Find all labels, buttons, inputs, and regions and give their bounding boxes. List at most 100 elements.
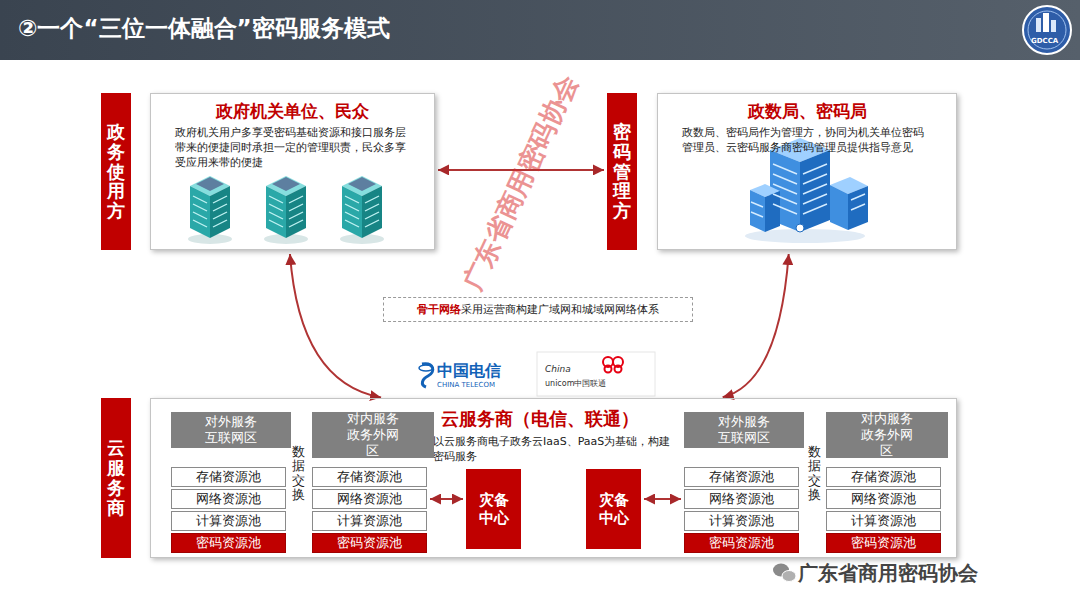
node-heading: 政务使用方 [107,122,125,221]
resource-pool: 密码资源池 [171,533,286,553]
shape [745,229,865,243]
shape [188,176,232,244]
resource-pool: 计算资源池 [684,511,799,531]
node-heading: 存储资源池 [709,468,774,486]
cloud-box: 云服务商（电信、联通） 以云服务商电子政务云IaaS、PaaS为基础，构建密码服务… [150,398,957,558]
connector-arrow [290,254,381,397]
node-body: 采用运营商构建广域网和城域网网络体系 [461,303,659,316]
role-box: 政数局、密码局政数局、密码局作为管理方，协同为机关单位密码管理员、云密码服务商密… [657,93,957,250]
shape [1036,18,1041,32]
logo-text: 中国电信 [437,361,501,382]
resource-pool: 存储资源池 [684,467,799,487]
connector-arrow [723,254,789,397]
disaster-center: 灾备中心 [466,469,521,549]
shape [419,365,433,371]
watermark: 广东省商用密码协会 [456,69,587,296]
logo-text: CHINA TELECOM [437,381,495,389]
logo-text: unicom中国联通 [545,378,606,389]
slide-title: ②一个“三位一体融合”密码服务模式 [18,13,390,44]
shape [803,194,827,204]
china-unicom-logo [537,352,655,396]
role-band: 密码管理方 [607,93,637,250]
shape [751,202,763,207]
node-body: 政府机关用户多享受密码基础资源和接口服务层带来的便捷同时承担一定的管理职责，民众… [175,126,411,171]
shape [1051,20,1056,32]
node-body: 政数局、密码局作为管理方，协同为机关单位密码管理员、云密码服务商密码管理员提供指… [682,126,934,156]
shape [340,176,384,244]
shape [782,571,796,582]
disaster-center: 灾备中心 [586,469,641,549]
node-heading: 对外服务 互联网区 [201,414,261,447]
node-heading: 对内服务 政务外网区 [857,411,917,460]
node-heading: 网络资源池 [709,490,774,508]
shape [422,364,433,387]
node-heading: 网络资源池 [851,490,916,508]
wechat-icon [773,564,796,582]
connector-arrow [430,498,463,500]
resource-pool: 计算资源池 [171,511,286,531]
role-band: 政务使用方 [101,93,131,250]
shape [803,174,827,184]
shape [851,204,865,210]
exchange-label: 数据交换 [292,445,305,502]
shape [848,186,868,230]
shape [773,174,797,184]
node-body: 以云服务商电子政务云IaaS、PaaS为基础，构建密码服务 [433,435,671,465]
shape [773,204,797,214]
resource-pool: 网络资源池 [171,489,286,509]
node-heading: 密码资源池 [196,534,261,552]
shape [264,176,308,244]
node-heading: 密码资源池 [337,534,402,552]
association-logo [1023,6,1071,54]
resource-pool: 计算资源池 [826,511,941,531]
resource-pool: 网络资源池 [312,489,427,509]
resource-pool: 密码资源池 [312,533,427,553]
node-heading: 计算资源池 [709,512,774,530]
node-heading: 计算资源池 [337,512,402,530]
shape [615,366,622,373]
resource-pool: 存储资源池 [312,467,427,487]
shape [800,150,830,232]
shape [751,164,865,217]
node-heading: 密码资源池 [851,534,916,552]
shape [773,184,797,194]
node-heading: 灾备中心 [479,491,509,527]
zone-header: 对内服务 政务外网区 [826,412,948,458]
shape [605,366,612,373]
shape [765,191,780,232]
exchange-label: 数据交换 [808,445,821,502]
logo-text: GDCCA [1031,37,1058,45]
logo-text: China [545,364,571,374]
node-heading: 存储资源池 [196,468,261,486]
title-bar [0,0,1080,60]
node-heading: 网络资源池 [337,490,402,508]
zone-header: 对外服务 互联网区 [684,412,804,448]
shape [796,224,804,232]
china-telecom-logo [419,364,433,387]
node-heading: 云服务商（电信、联通） [441,407,639,431]
resource-pool: 密码资源池 [826,533,941,553]
node-heading: 骨干网络 [417,303,461,316]
connector-arrow [644,498,681,500]
shape [1028,11,1066,49]
shape [1043,13,1049,32]
node-heading: 计算资源池 [196,512,261,530]
resource-pool: 计算资源池 [312,511,427,531]
role-band: 云服务商 [101,398,131,558]
node-heading: 密码管理方 [613,122,631,221]
zone-header: 对外服务 互联网区 [171,412,291,448]
resource-pool: 网络资源池 [826,489,941,509]
node-heading: 网络资源池 [196,490,261,508]
zone-header: 对内服务 政务外网区 [312,412,434,458]
node-heading: 政数局、密码局 [658,100,956,123]
node-heading: 政府机关单位、民众 [151,100,434,123]
resource-pool: 网络资源池 [684,489,799,509]
node-heading: 对外服务 互联网区 [714,414,774,447]
shape [773,164,797,174]
shape [773,194,797,204]
resource-pool: 密码资源池 [684,533,799,553]
shape [803,164,827,174]
shape [851,194,865,200]
node-heading: 存储资源池 [851,468,916,486]
